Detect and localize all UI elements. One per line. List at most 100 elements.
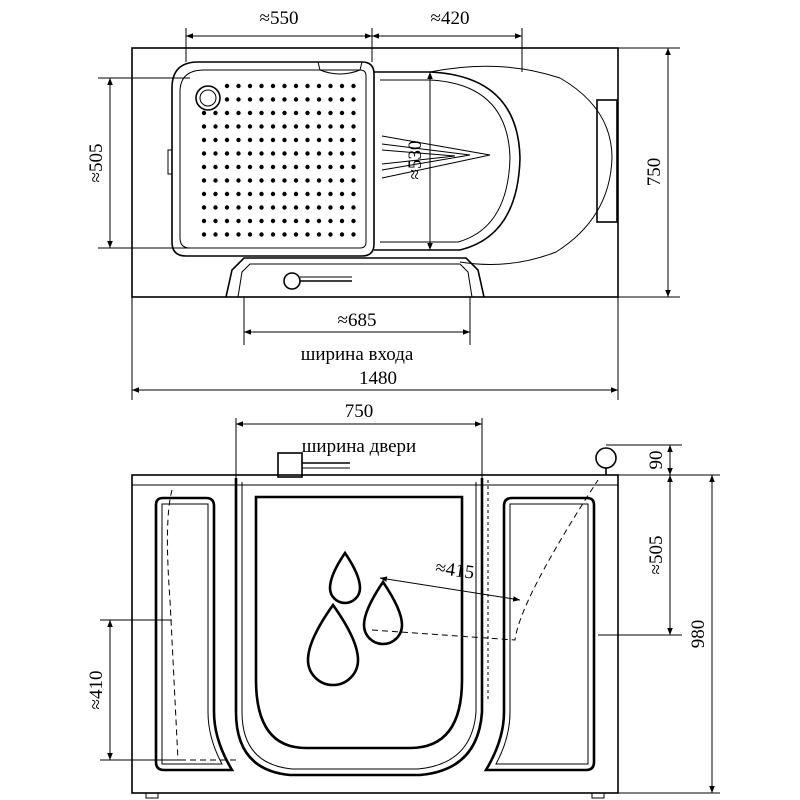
- perforation-dot: [201, 191, 207, 197]
- perforation-dot: [351, 191, 356, 197]
- dim-seat-length-label: ≈415: [434, 557, 475, 583]
- perforation-dot: [293, 164, 299, 170]
- water-drop-icon: [362, 579, 404, 646]
- perforation-dot: [282, 97, 287, 102]
- perforation-dot: [236, 124, 241, 129]
- perforation-dot: [213, 110, 218, 116]
- dim-total-width-top-label: 750: [644, 158, 665, 187]
- perforation-dot: [305, 191, 310, 197]
- front-view-door-window: [254, 495, 464, 750]
- perforation-dot: [328, 151, 333, 156]
- perforation-dot: [305, 124, 310, 129]
- perforation-dot: [328, 110, 333, 116]
- front-view-door-handle: [277, 452, 350, 478]
- perforation-dot: [351, 83, 356, 89]
- perforation-dot: [224, 97, 230, 102]
- perforation-dot: [282, 137, 287, 143]
- perforation-dot: [259, 97, 264, 102]
- perforation-dot: [201, 232, 207, 237]
- perforation-dot: [224, 137, 230, 143]
- perforation-dot: [224, 83, 230, 89]
- perforation-dot: [236, 218, 241, 224]
- perforation-dot: [282, 191, 287, 197]
- top-view-seat-outline: [171, 61, 375, 257]
- perforation-dot: [293, 137, 299, 143]
- perforation-dot: [282, 178, 287, 183]
- perforation-dot: [351, 137, 356, 143]
- perforation-dot: [328, 83, 333, 89]
- perforation-dot: [305, 151, 310, 156]
- perforation-dot: [213, 218, 218, 224]
- perforation-dot: [270, 83, 276, 89]
- perforation-dot: [213, 232, 218, 237]
- front-view-overflow-knob: [595, 447, 617, 475]
- perforation-dot: [247, 191, 253, 197]
- perforation-dot: [293, 124, 299, 129]
- perforation-dot: [247, 178, 253, 183]
- dim-seat-height-label: ≈410: [86, 671, 107, 710]
- perforation-dot: [247, 110, 253, 116]
- top-view-foot-well: [374, 71, 521, 251]
- perforation-dot: [236, 137, 241, 143]
- entry-width-caption: ширина входа: [301, 344, 414, 365]
- perforation-dot: [339, 178, 345, 183]
- perforation-dot: [236, 151, 241, 156]
- perforation-dot: [339, 83, 345, 89]
- perforation-dot: [351, 218, 356, 224]
- dim-seat-width-label: ≈505: [86, 144, 107, 183]
- perforation-dot: [293, 191, 299, 197]
- perforation-dot: [247, 232, 253, 237]
- perforation-dot: [305, 97, 310, 102]
- perforation-dot: [351, 205, 356, 210]
- perforation-dot: [316, 151, 322, 156]
- perforation-dot: [351, 151, 356, 156]
- perforation-dot: [339, 137, 345, 143]
- perforation-dot: [282, 124, 287, 129]
- perforation-dot: [259, 164, 264, 170]
- perforation-dot: [293, 232, 299, 237]
- front-view-left-panel: [154, 496, 235, 772]
- perforation-dot: [259, 151, 264, 156]
- perforation-dot: [201, 137, 207, 143]
- perforation-dot: [247, 83, 253, 89]
- perforation-dot: [305, 205, 310, 210]
- perforation-dot: [213, 151, 218, 156]
- perforation-dot: [236, 178, 241, 183]
- perforation-dot: [236, 232, 241, 237]
- top-view-footrest: [381, 135, 491, 179]
- perforation-dot: [224, 232, 230, 237]
- perforation-dot: [305, 218, 310, 224]
- perforation-dot: [351, 164, 356, 170]
- dim-entry-width-label: ≈685: [338, 310, 377, 331]
- perforation-dot: [201, 164, 207, 170]
- perforation-dot: [224, 218, 230, 224]
- dim-total-height-label: 980: [688, 620, 709, 649]
- perforation-dot: [270, 164, 276, 170]
- water-drop-icon: [328, 550, 362, 605]
- perforation-dot: [339, 232, 345, 237]
- dim-side-height-label: ≈505: [646, 536, 667, 575]
- perforation-dot: [339, 124, 345, 129]
- perforation-dot: [213, 205, 218, 210]
- perforation-dot: [247, 205, 253, 210]
- perforation-dot: [339, 205, 345, 210]
- perforation-dot: [224, 164, 230, 170]
- perforation-dot: [213, 164, 218, 170]
- front-view-body: [131, 474, 619, 794]
- perforation-dot: [224, 205, 230, 210]
- perforation-dot: [259, 205, 264, 210]
- top-view-door-frame: [225, 257, 485, 298]
- perforation-dot: [316, 191, 322, 197]
- perforation-dot: [316, 83, 322, 89]
- perforation-dot: [282, 205, 287, 210]
- perforation-dot: [213, 178, 218, 183]
- perforation-dot: [282, 218, 287, 224]
- perforation-dot: [236, 97, 241, 102]
- perforation-dot: [247, 137, 253, 143]
- perforation-dot: [328, 205, 333, 210]
- front-view-hidden-seat: [166, 479, 599, 761]
- perforation-dot: [236, 205, 241, 210]
- perforation-dot: [328, 232, 333, 237]
- perforation-dot: [305, 110, 310, 116]
- perforation-dot: [293, 205, 299, 210]
